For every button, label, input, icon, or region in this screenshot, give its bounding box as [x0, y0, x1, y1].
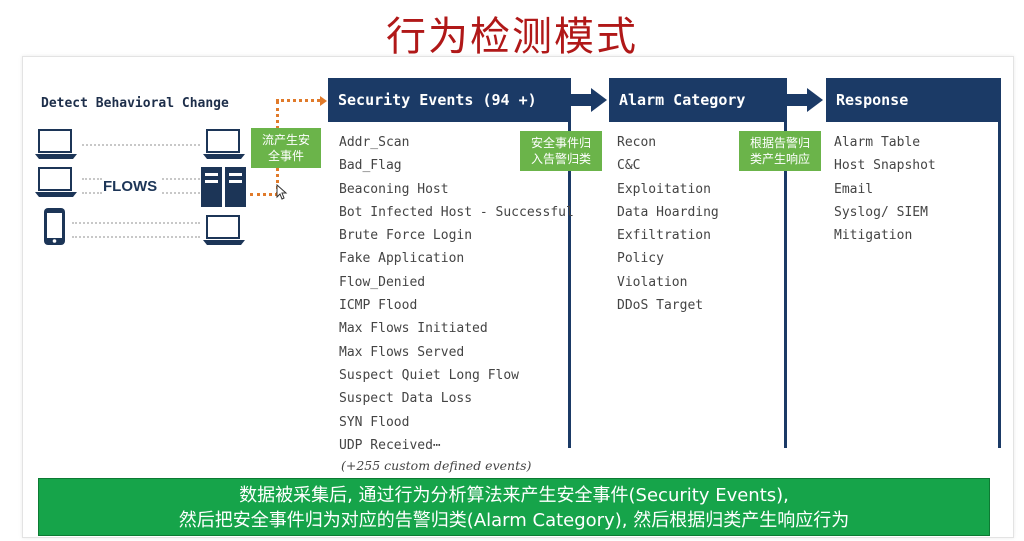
server-icon	[201, 167, 246, 207]
list-item: Mitigation	[834, 228, 913, 244]
flow-line	[72, 222, 200, 224]
list-item: Max Flows Initiated	[339, 321, 488, 337]
list-item: Violation	[617, 274, 688, 290]
banner-line: 然后把安全事件归为对应的告警归类(Alarm Category), 然后根据归类…	[178, 510, 850, 531]
page-title: 行为检测模式	[386, 14, 638, 60]
list-item: DDoS Target	[617, 298, 704, 314]
list-item: Syslog/ SIEM	[834, 204, 928, 220]
summary-banner: 数据被采集后, 通过行为分析算法来产生安全事件(Security Events)…	[38, 478, 990, 536]
list-item: ICMP Flood	[339, 298, 418, 314]
laptop-icon	[35, 129, 77, 159]
column-divider	[568, 122, 571, 448]
tag-categorize: 安全事件归入告警归类	[520, 131, 602, 171]
list-item: Recon	[617, 135, 657, 150]
list-item: Host Snapshot	[834, 158, 936, 174]
list-item: Bad_Flag	[339, 158, 402, 174]
cursor-icon	[276, 184, 288, 200]
flow-line	[82, 192, 102, 194]
response-list: Alarm Table Host Snapshot Email Syslog/ …	[834, 131, 936, 247]
list-item: Exploitation	[617, 181, 711, 197]
laptop-icon	[203, 129, 245, 159]
list-item: Fake Application	[339, 251, 465, 267]
list-item: UDP Received⋯	[339, 437, 441, 453]
phone-icon	[44, 208, 65, 245]
security-events-list: Addr_Scan Bad_Flag Beaconing Host Bot In…	[339, 131, 574, 457]
flow-line	[162, 178, 200, 180]
list-item: Suspect Data Loss	[339, 391, 473, 407]
list-item: Max Flows Served	[339, 344, 465, 360]
flow-line	[162, 192, 200, 194]
column-divider	[998, 122, 1001, 448]
custom-events-note: (+255 custom defined events)	[341, 458, 532, 473]
laptop-icon	[203, 215, 245, 245]
list-item: Email	[834, 181, 874, 197]
arrow-right-icon	[807, 88, 823, 112]
orange-arrow-icon	[320, 96, 327, 106]
flow-line	[82, 144, 200, 146]
column-divider	[784, 122, 787, 448]
list-item: Exfiltration	[617, 228, 711, 244]
orange-connector	[276, 99, 320, 102]
orange-connector	[250, 193, 278, 196]
list-item: Beaconing Host	[339, 181, 449, 197]
alarm-category-header: Alarm Category	[609, 78, 787, 122]
list-item: Suspect Quiet Long Flow	[339, 367, 520, 383]
arrow-right-icon	[591, 88, 607, 112]
list-item: Policy	[617, 251, 664, 267]
list-item: Flow_Denied	[339, 274, 426, 290]
slide-panel	[22, 56, 1014, 538]
security-events-header: Security Events (94 +)	[328, 78, 571, 122]
list-item: SYN Flood	[339, 414, 410, 430]
response-header: Response	[826, 78, 1001, 122]
laptop-icon	[35, 167, 77, 197]
flows-label: FLOWS	[103, 178, 158, 195]
alarm-category-list: Recon C&C Exploitation Data Hoarding Exf…	[617, 131, 719, 317]
list-item: Addr_Scan	[339, 135, 410, 150]
tag-respond: 根据告警归类产生响应	[739, 131, 821, 171]
list-item: Data Hoarding	[617, 204, 719, 220]
tag-generate-events: 流产生安全事件	[251, 128, 321, 168]
list-item: C&C	[617, 158, 641, 174]
flow-arrow	[787, 94, 807, 106]
banner-line: 数据被采集后, 通过行为分析算法来产生安全事件(Security Events)…	[239, 485, 789, 506]
list-item: Alarm Table	[834, 135, 921, 150]
list-item: Bot Infected Host - Successful	[339, 204, 574, 220]
list-item: Brute Force Login	[339, 228, 473, 244]
flow-line	[82, 178, 102, 180]
flow-line	[72, 236, 200, 238]
flow-arrow	[571, 94, 591, 106]
diagram-subtitle: Detect Behavioral Change	[41, 96, 229, 111]
